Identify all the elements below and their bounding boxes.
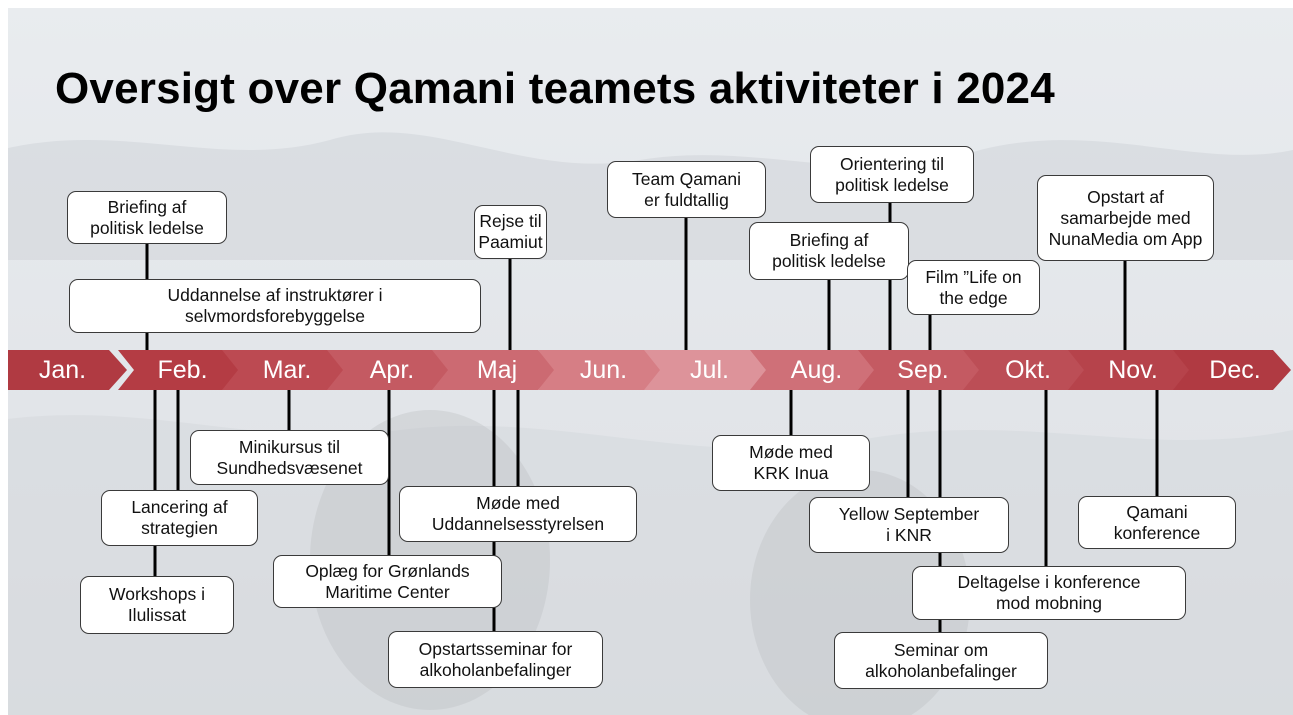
event-lancering: Lancering af strategien	[101, 490, 258, 546]
month-label: Apr.	[369, 355, 415, 384]
event-konference: Qamani konference	[1078, 496, 1236, 549]
event-team: Team Qamani er fuldtallig	[607, 161, 766, 218]
month-arrow-12	[1173, 350, 1291, 390]
month-label: Aug.	[790, 355, 843, 384]
month-label: Sep.	[897, 355, 949, 384]
month-arrow-10	[963, 350, 1087, 390]
month-label: Nov.	[1108, 355, 1158, 384]
month-arrow-9	[858, 350, 982, 390]
month-label: Mar.	[262, 355, 312, 384]
month-arrows	[8, 350, 1291, 390]
month-arrow-6	[538, 350, 663, 390]
event-workshops: Workshops i Ilulissat	[80, 576, 234, 634]
month-arrow-11	[1068, 350, 1192, 390]
event-orientering: Orientering til politisk ledelse	[810, 146, 974, 203]
month-arrow-7	[644, 350, 769, 390]
month-arrow-3	[222, 350, 346, 390]
event-mode-krk: Møde med KRK Inua	[712, 435, 870, 491]
month-arrow-8	[750, 350, 877, 390]
event-minikursus: Minikursus til Sundhedsvæsenet	[190, 430, 389, 485]
event-briefing-feb: Briefing af politisk ledelse	[67, 191, 227, 244]
month-arrow-5	[432, 350, 556, 390]
month-arrow-4	[327, 350, 451, 390]
month-arrow-1	[8, 350, 127, 390]
event-yellow: Yellow September i KNR	[809, 497, 1009, 553]
event-seminar-alk: Seminar om alkoholanbefalinger	[834, 632, 1048, 689]
event-briefing-aug: Briefing af politisk ledelse	[749, 222, 909, 280]
month-arrow-2	[118, 350, 241, 390]
month-label: Feb.	[157, 355, 208, 384]
event-oplaeg: Oplæg for Grønlands Maritime Center	[273, 555, 502, 608]
month-label: Maj	[476, 355, 518, 384]
month-label: Jun.	[579, 355, 628, 384]
month-label: Jul.	[690, 355, 729, 384]
event-opstartsseminar: Opstartsseminar for alkoholanbefalinger	[388, 631, 603, 688]
month-label: Dec.	[1209, 355, 1261, 384]
event-film: Film ”Life on the edge	[907, 260, 1040, 315]
slide-title: Oversigt over Qamani teamets aktiviteter…	[55, 64, 1055, 113]
event-nunamedia: Opstart af samarbejde med NunaMedia om A…	[1037, 175, 1214, 261]
event-uddannelse: Uddannelse af instruktører i selvmordsfo…	[69, 279, 481, 333]
event-rejse: Rejse til Paamiut	[474, 205, 547, 259]
event-mode-udd: Møde med Uddannelsesstyrelsen	[399, 486, 637, 542]
month-label: Jan.	[38, 355, 87, 384]
event-mobning: Deltagelse i konference mod mobning	[912, 566, 1186, 620]
month-label: Okt.	[1005, 355, 1051, 384]
